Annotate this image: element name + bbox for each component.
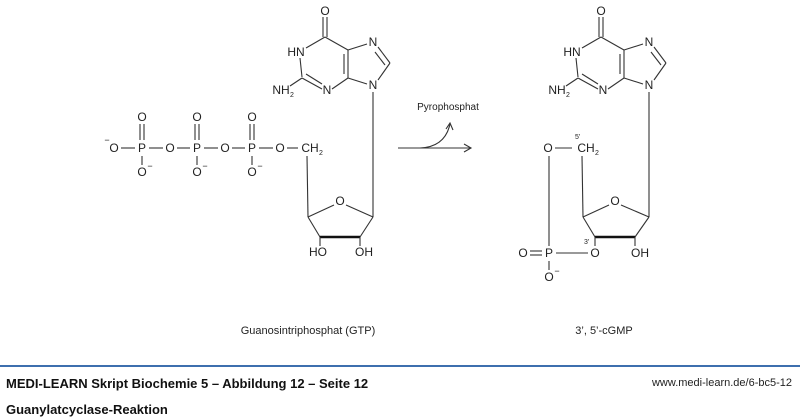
n3-label: N	[323, 83, 332, 97]
gtp-caption: Guanosintriphosphat (GTP)	[241, 325, 376, 337]
ch2-label: CH	[577, 141, 594, 155]
hydroxyl-label: OH	[631, 246, 649, 260]
charge: −	[147, 161, 152, 171]
amino-label: NH	[548, 83, 565, 97]
reaction-diagram: O HN NH 2 N N N O HO OH − O P	[104, 4, 667, 337]
oxygen-label: O	[109, 141, 118, 155]
n7-label: N	[369, 35, 378, 49]
gtp-structure: O HN NH 2 N N N O HO OH − O P	[104, 4, 391, 259]
ribose-gtp: O HO OH	[306, 155, 374, 259]
hydroxyl-3-label: OH	[355, 245, 373, 259]
footer-divider	[0, 365, 800, 367]
five-prime-label: 5'	[575, 134, 580, 141]
o3-label: O	[590, 246, 599, 260]
guanine-base-cgmp: O HN NH 2 N N N	[548, 4, 667, 99]
oxygen-label: O	[165, 141, 174, 155]
byproduct-label: Pyrophosphat	[417, 102, 479, 113]
oxygen-label: O	[192, 110, 201, 124]
three-prime-label: 3'	[584, 239, 589, 246]
charge: −	[104, 135, 109, 145]
n9-label: N	[369, 78, 378, 92]
oxygen-label: O	[518, 246, 527, 260]
charge: −	[257, 161, 262, 171]
subscript: 2	[290, 92, 294, 99]
ch2-label: CH	[301, 141, 318, 155]
oxygen-label: O	[247, 110, 256, 124]
phosphorus-label: P	[138, 141, 146, 155]
cgmp-caption: 3’, 5’-cGMP	[575, 325, 632, 337]
n3-label: N	[599, 83, 608, 97]
reaction-arrow: Pyrophosphat	[398, 102, 479, 153]
carbonyl-oxygen-label: O	[320, 4, 329, 18]
phosphorus-label: P	[248, 141, 256, 155]
n1-label: HN	[287, 45, 304, 59]
oxygen-label: O	[137, 165, 146, 179]
footer-url[interactable]: www.medi-learn.de/6-bc5-12	[651, 377, 792, 389]
charge: −	[202, 161, 207, 171]
ring-oxygen-label: O	[610, 194, 619, 208]
cgmp-structure: O HN NH 2 N N N O OH O 3' 5' CH 2 O	[518, 4, 667, 284]
oxygen-label: O	[544, 270, 553, 284]
footer-title: MEDI-LEARN Skript Biochemie 5 – Abbildun…	[6, 376, 369, 391]
amino-label: NH	[272, 83, 289, 97]
subscript: 2	[595, 150, 599, 157]
subscript: 2	[566, 92, 570, 99]
oxygen-label: O	[192, 165, 201, 179]
ribose-cgmp: O OH O 3' 5' CH 2 O P O O −	[518, 134, 650, 284]
n9-label: N	[645, 78, 654, 92]
charge: −	[554, 266, 559, 276]
oxygen-label: O	[137, 110, 146, 124]
subscript: 2	[319, 150, 323, 157]
guanine-base-gtp: O HN NH 2 N N N	[272, 4, 391, 99]
figure-subtitle: Guanylatcyclase-Reaktion	[6, 402, 168, 417]
n7-label: N	[645, 35, 654, 49]
o5-label: O	[543, 141, 552, 155]
hydroxyl-2-label: HO	[309, 245, 327, 259]
phosphorus-label: P	[193, 141, 201, 155]
oxygen-label: O	[247, 165, 256, 179]
ring-oxygen-label: O	[335, 194, 344, 208]
phosphorus-label: P	[545, 246, 553, 260]
oxygen-label: O	[220, 141, 229, 155]
triphosphate-chain: − O P O P O P O CH 2 O O −	[104, 110, 323, 179]
carbonyl-oxygen-label: O	[596, 4, 605, 18]
n1-label: HN	[563, 45, 580, 59]
oxygen-label: O	[275, 141, 284, 155]
